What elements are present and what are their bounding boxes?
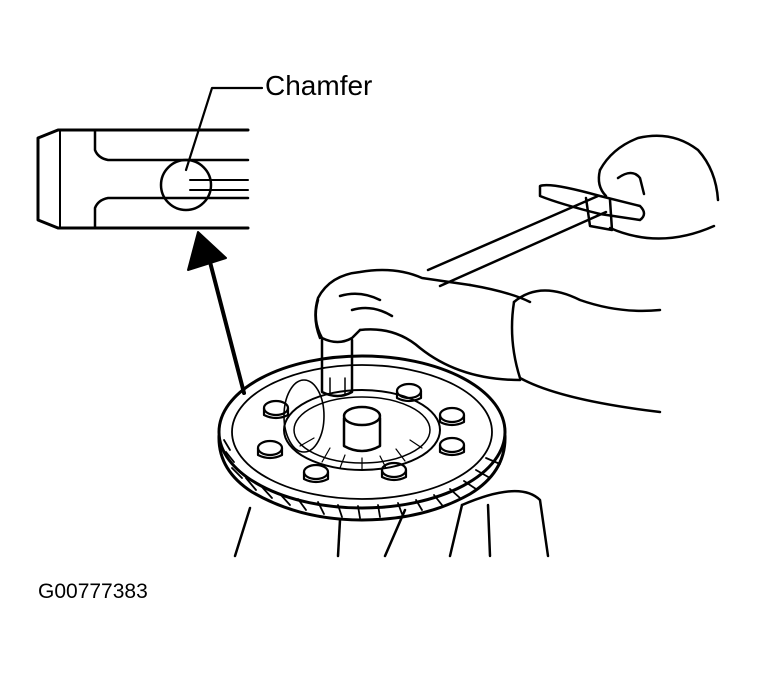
gear-support bbox=[233, 489, 550, 558]
right-hand bbox=[510, 134, 720, 414]
chamfer-callout-label: Chamfer bbox=[265, 70, 373, 101]
camshaft-timing-gear bbox=[217, 354, 507, 522]
direction-arrow bbox=[187, 231, 246, 395]
highlighted-bolt-circle bbox=[283, 379, 325, 453]
figure-id-label: G00777383 bbox=[38, 580, 148, 603]
socket-and-left-hand bbox=[314, 268, 532, 398]
torque-wrench bbox=[426, 183, 646, 288]
gear-web-lines bbox=[299, 437, 423, 471]
chamfer-detail-inset bbox=[36, 128, 250, 230]
callout-leader bbox=[184, 86, 264, 172]
gear-bolts bbox=[256, 382, 466, 484]
gear-teeth bbox=[223, 439, 501, 519]
